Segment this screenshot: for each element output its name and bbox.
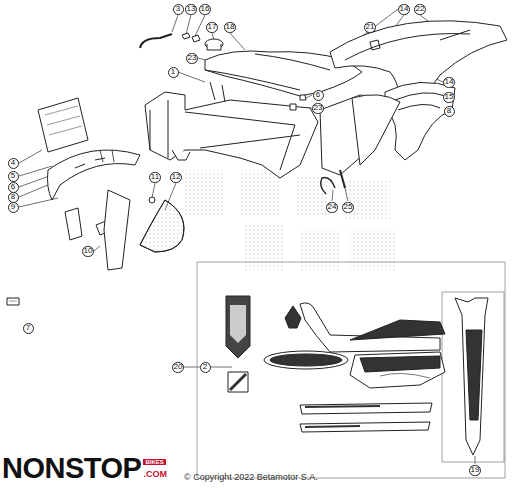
callout-circle: 12 [170, 172, 183, 183]
brand-domain: .COM [143, 469, 167, 479]
callout-number: 13 [187, 5, 196, 13]
callout-circle: 15 [443, 92, 456, 103]
callout-number: 7 [26, 324, 30, 332]
callout-circle: 13 [185, 4, 198, 15]
callout-circle: 4 [8, 158, 19, 169]
callout-number: 16 [201, 5, 210, 13]
callout-number: 17 [208, 23, 217, 31]
callout-circle: 17 [206, 22, 219, 33]
callout-circle: 6 [8, 182, 19, 193]
callout-number: 25 [344, 203, 353, 211]
callout-number: 10 [84, 247, 93, 255]
copyright-note: © Copyright 2022 Betamotor S.A. [184, 472, 318, 482]
callout-circle: 14 [443, 77, 456, 88]
brand-logo: NONSTOP [2, 452, 141, 485]
callout-number: 20 [174, 363, 183, 371]
brand-tag: BIKES [143, 459, 165, 465]
callout-number: 15 [445, 93, 454, 101]
callout-circle: 10 [82, 246, 95, 257]
callout-circle: 9 [8, 202, 19, 213]
callout-number: 8 [447, 107, 451, 115]
callout-circle: 19 [469, 465, 482, 476]
callout-circle: 3 [173, 4, 184, 15]
callout-number: 8 [11, 193, 15, 201]
callout-number: 23 [188, 54, 197, 62]
callout-number: 14 [400, 5, 409, 13]
callout-number: 21 [366, 23, 375, 31]
callout-circle: 11 [149, 172, 161, 183]
callout-circle: 25 [342, 202, 355, 213]
callout-circle: 16 [199, 4, 212, 15]
callout-number: 19 [471, 466, 480, 474]
callout-number: 12 [172, 173, 181, 181]
callout-circle: 18 [224, 22, 237, 33]
callout-number: 2 [203, 363, 207, 371]
callout-circle: 2 [200, 362, 211, 373]
callout-number: 24 [328, 203, 337, 211]
callout-circle: 8 [8, 192, 19, 203]
callout-number: 23 [314, 104, 323, 112]
callout-number: 6 [316, 91, 320, 99]
callout-circle: 6 [313, 90, 324, 101]
callout-number: 14 [445, 78, 454, 86]
callout-circle: 21 [364, 22, 377, 33]
callout-number: 9 [11, 203, 15, 211]
callout-circle: 14 [398, 4, 411, 15]
callout-number: 11 [151, 173, 159, 181]
callout-number: 1 [171, 68, 175, 76]
callout-circle: 7 [23, 323, 34, 334]
callout-circle: 20 [172, 362, 185, 373]
callout-circle: 23 [312, 103, 325, 114]
callout-circle: 1 [168, 67, 179, 78]
callout-number: 22 [416, 5, 425, 13]
callout-number: 18 [226, 23, 235, 31]
callout-circle: 8 [444, 106, 455, 117]
callout-circle: 22 [414, 4, 427, 15]
callout-circle: 5 [8, 171, 19, 182]
callout-number: 4 [11, 159, 15, 167]
callout-number: 3 [176, 5, 180, 13]
callout-circle: 23 [186, 53, 199, 64]
callout-number: 6 [11, 183, 15, 191]
callout-circle: 24 [326, 202, 339, 213]
callout-number: 5 [11, 172, 15, 180]
